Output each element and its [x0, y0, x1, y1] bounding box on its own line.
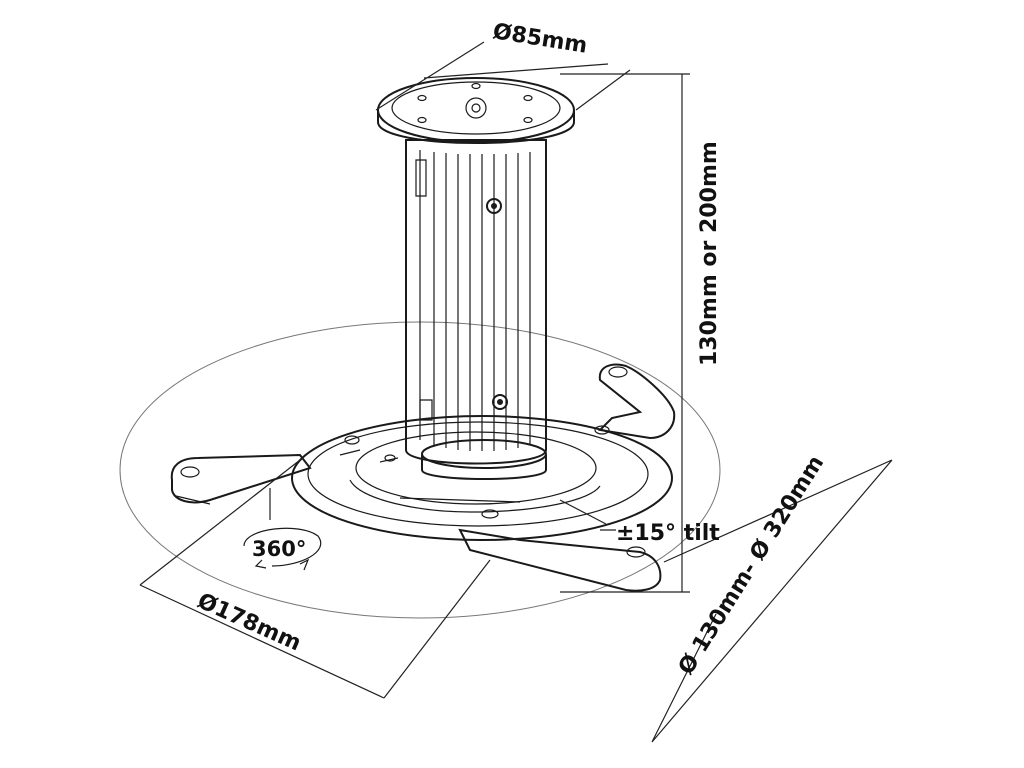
arm-range-label: Ø 130mm- Ø 320mm: [674, 451, 829, 679]
ceiling-plate: [377, 77, 575, 144]
tilt-label: ±15° tilt: [616, 521, 720, 546]
height-label: 130mm or 200mm: [697, 141, 722, 366]
top-diameter-label: Ø85mm: [491, 19, 589, 59]
mount-arms: [170, 363, 676, 592]
extension-column: [405, 139, 547, 480]
plate-diameter-label: Ø178mm: [194, 589, 305, 657]
rotation-label: 360°: [252, 537, 306, 561]
base-plate: [291, 415, 673, 541]
dimension-lines: [139, 41, 893, 743]
